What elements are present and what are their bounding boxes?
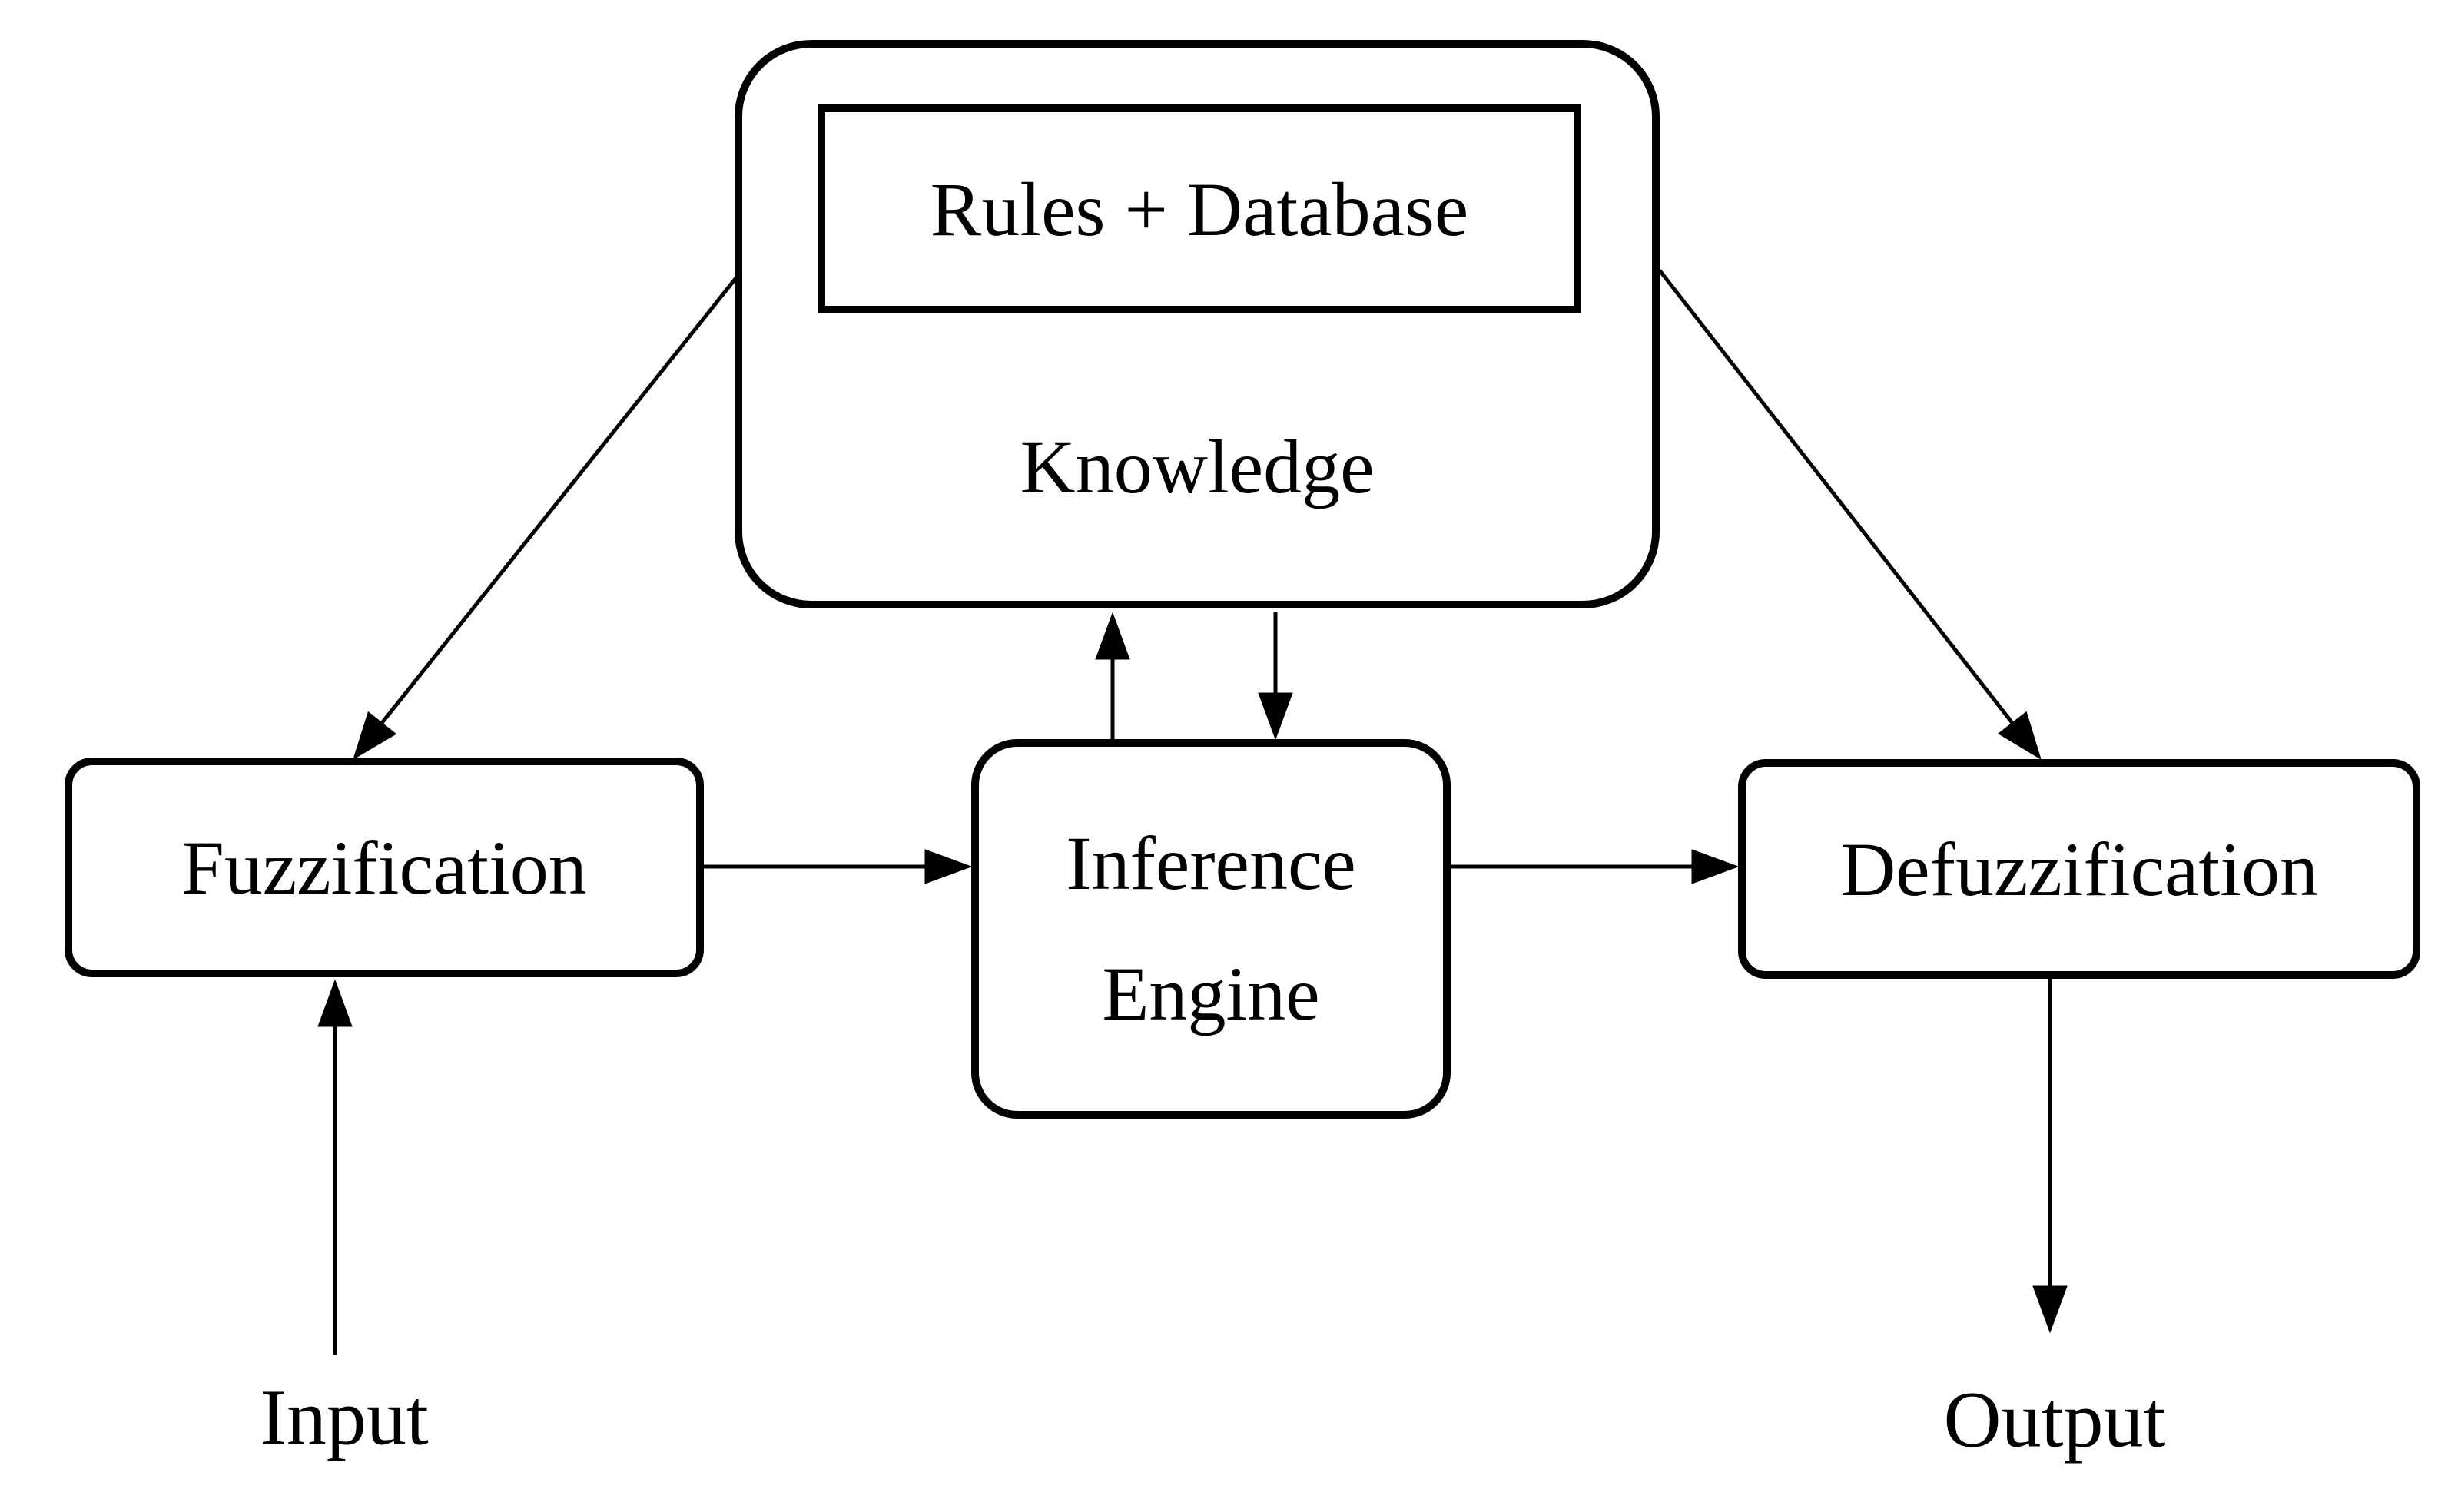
input-label: Input bbox=[260, 1373, 429, 1462]
inference-engine-label-line1: Inference bbox=[1066, 821, 1356, 906]
arrow-defuzzification-to-output bbox=[2032, 979, 2068, 1334]
arrow-knowledge-to-fuzzification bbox=[353, 270, 742, 761]
arrow-fuzzification-to-inference-engine bbox=[704, 849, 973, 884]
arrowhead-icon bbox=[1095, 612, 1130, 660]
inference-engine-label-line2: Engine bbox=[1102, 951, 1320, 1036]
arrowhead-icon bbox=[1691, 849, 1740, 884]
arrow-knowledge-to-inference-engine bbox=[1258, 612, 1293, 741]
arrow-input-to-fuzzification bbox=[317, 979, 353, 1355]
node-fuzzification: Fuzzification bbox=[65, 758, 704, 977]
arrowhead-icon bbox=[353, 711, 397, 761]
fuzzification-label: Fuzzification bbox=[181, 824, 587, 910]
arrow-knowledge-to-defuzzification bbox=[1658, 269, 2042, 761]
arrowhead-icon bbox=[2032, 1285, 2068, 1334]
node-defuzzification: Defuzzification bbox=[1738, 759, 2420, 979]
arrow-line bbox=[380, 270, 742, 724]
output-label: Output bbox=[1943, 1375, 2166, 1464]
node-knowledge: Rules + Database Knowledge bbox=[735, 40, 1660, 608]
knowledge-label: Knowledge bbox=[1020, 424, 1375, 509]
arrow-inference-engine-to-knowledge bbox=[1095, 612, 1130, 739]
arrowhead-icon bbox=[924, 849, 973, 884]
defuzzification-label: Defuzzification bbox=[1840, 826, 2318, 912]
arrowhead-icon bbox=[1258, 692, 1293, 741]
rules-database-label: Rules + Database bbox=[930, 166, 1469, 252]
arrowhead-icon bbox=[317, 979, 353, 1027]
arrow-line bbox=[1658, 269, 2014, 724]
arrow-inference-engine-to-defuzzification bbox=[1451, 849, 1740, 884]
arrowhead-icon bbox=[1998, 711, 2042, 761]
node-inference-engine: Inference Engine bbox=[971, 739, 1451, 1119]
node-rules-database: Rules + Database bbox=[818, 104, 1581, 313]
